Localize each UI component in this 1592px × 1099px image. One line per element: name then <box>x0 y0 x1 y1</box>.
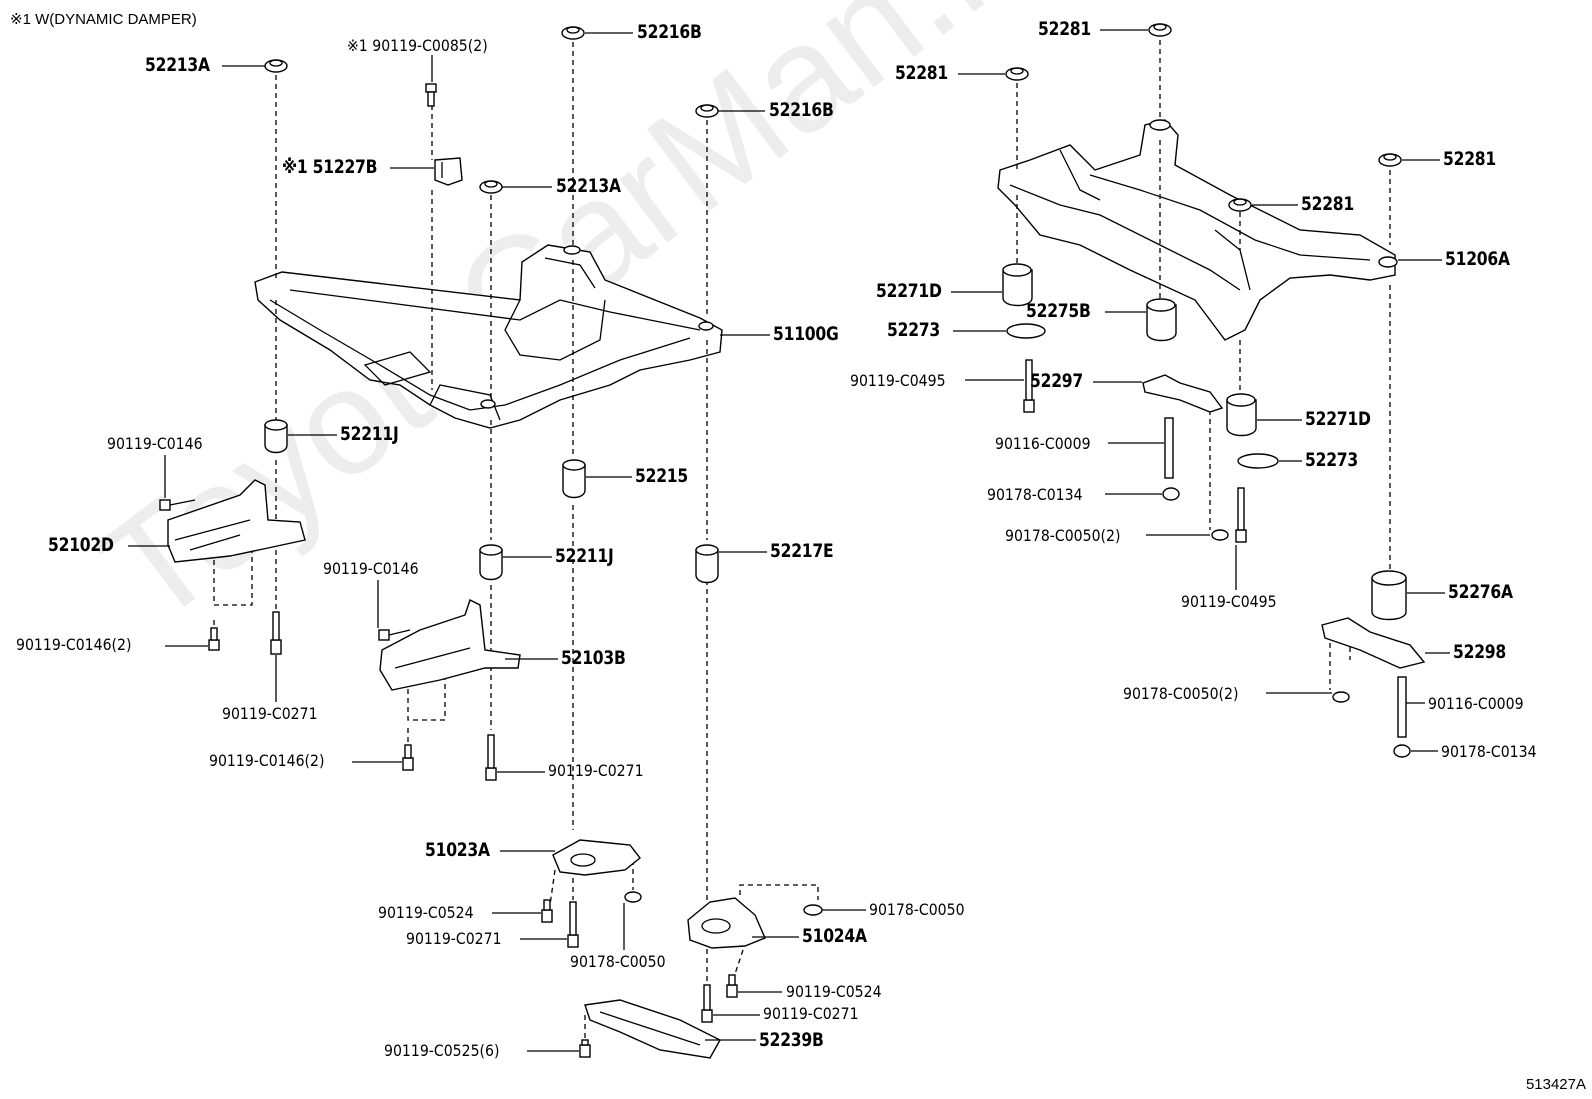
label-90178-C0050-b[interactable]: 90178-C0050 <box>869 900 965 919</box>
bolts <box>159 83 1407 1058</box>
label-52271D-a[interactable]: 52271D <box>876 280 942 302</box>
plate-51023A <box>552 839 641 876</box>
label-90119-C0271-d[interactable]: 90119-C0271 <box>763 1004 859 1023</box>
label-52281-d[interactable]: 52281 <box>1301 193 1354 215</box>
bushing-52275B <box>1146 298 1177 342</box>
label-51227B[interactable]: ※1 51227B <box>282 156 378 178</box>
label-52213A-top[interactable]: 52213A <box>145 54 210 76</box>
label-90116-C0009-b[interactable]: 90116-C0009 <box>1428 694 1524 713</box>
label-90119-C0146x2-b[interactable]: 90119-C0146(2) <box>209 751 325 770</box>
label-90178-C0134-b[interactable]: 90178-C0134 <box>1441 742 1537 761</box>
dynamic-damper-note: ※1 W(DYNAMIC DAMPER) <box>10 11 197 28</box>
label-90119-C0524-a[interactable]: 90119-C0524 <box>378 903 474 922</box>
bushing-52276A <box>1371 570 1407 621</box>
bushing-52217E <box>695 544 719 584</box>
label-51206A[interactable]: 51206A <box>1445 248 1510 270</box>
nut-52216B-right <box>695 104 719 118</box>
label-52211J-a[interactable]: 52211J <box>340 423 399 445</box>
damper-51227B <box>434 157 463 186</box>
rear-suspension-crossmember <box>997 119 1398 341</box>
label-90119-C0085[interactable]: ※1 90119-C0085(2) <box>347 36 488 55</box>
bushings <box>264 263 1407 621</box>
label-52298[interactable]: 52298 <box>1453 641 1506 663</box>
label-51100G[interactable]: 51100G <box>773 323 839 345</box>
brackets <box>167 157 1426 1059</box>
label-90119-C0146-a[interactable]: 90119-C0146 <box>107 434 203 453</box>
nut-52281-d <box>1228 198 1252 212</box>
label-52239B[interactable]: 52239B <box>759 1029 824 1051</box>
label-90178-C0050x2-b[interactable]: 90178-C0050(2) <box>1123 684 1239 703</box>
bushing-52211J-b <box>479 544 503 581</box>
label-52276A[interactable]: 52276A <box>1448 581 1513 603</box>
bushing-52211J-a <box>264 419 288 454</box>
label-52215[interactable]: 52215 <box>635 465 688 487</box>
label-90119-C0146x2-a[interactable]: 90119-C0146(2) <box>16 635 132 654</box>
label-52217E[interactable]: 52217E <box>770 540 834 562</box>
label-90119-C0271-c[interactable]: 90119-C0271 <box>406 929 502 948</box>
nut-52213A-top <box>264 59 288 73</box>
label-52216B-left[interactable]: 52216B <box>637 21 702 43</box>
label-90119-C0271-a[interactable]: 90119-C0271 <box>222 704 318 723</box>
bushing-52271D-a <box>1002 263 1033 307</box>
nut-52281-a <box>1148 23 1172 37</box>
brace-52239B <box>584 999 721 1059</box>
label-52275B[interactable]: 52275B <box>1026 300 1091 322</box>
label-90119-C0495-b[interactable]: 90119-C0495 <box>1181 592 1277 611</box>
brace-52297 <box>1142 374 1224 413</box>
label-52297[interactable]: 52297 <box>1030 370 1083 392</box>
label-90178-C0050-a[interactable]: 90178-C0050 <box>570 952 666 971</box>
diagram-code: 513427A <box>1525 1076 1586 1093</box>
label-90178-C0134-a[interactable]: 90178-C0134 <box>987 485 1083 504</box>
front-suspension-crossmember <box>254 244 723 429</box>
label-52216B-right[interactable]: 52216B <box>769 99 834 121</box>
label-90116-C0009-a[interactable]: 90116-C0009 <box>995 434 1091 453</box>
bracket-52103B <box>379 599 521 691</box>
label-52103B[interactable]: 52103B <box>561 647 626 669</box>
label-52281-a[interactable]: 52281 <box>1038 18 1091 40</box>
label-52281-c[interactable]: 52281 <box>1443 148 1496 170</box>
label-52273-b[interactable]: 52273 <box>1305 449 1358 471</box>
label-52211J-b[interactable]: 52211J <box>555 545 614 567</box>
label-52281-b[interactable]: 52281 <box>895 62 948 84</box>
nut-52213A-mid <box>479 180 503 194</box>
label-90119-C0495-a[interactable]: 90119-C0495 <box>850 371 946 390</box>
label-52213A-mid[interactable]: 52213A <box>556 175 621 197</box>
nut-52281-c <box>1378 153 1402 167</box>
label-90119-C0524-b[interactable]: 90119-C0524 <box>786 982 882 1001</box>
label-52102D[interactable]: 52102D <box>48 534 114 556</box>
plate-51024A <box>687 897 766 949</box>
label-51023A[interactable]: 51023A <box>425 839 490 861</box>
leader-lines <box>128 29 1450 1052</box>
label-90178-C0050x2-a[interactable]: 90178-C0050(2) <box>1005 526 1121 545</box>
bushing-52271D-b <box>1226 393 1257 437</box>
label-52273-a[interactable]: 52273 <box>887 319 940 341</box>
label-52271D-b[interactable]: 52271D <box>1305 408 1371 430</box>
brace-52298 <box>1321 617 1426 669</box>
label-90119-C0525[interactable]: 90119-C0525(6) <box>384 1041 500 1060</box>
nuts-and-washers <box>264 23 1411 916</box>
nut-52216B-left <box>561 26 585 40</box>
label-90119-C0271-b[interactable]: 90119-C0271 <box>548 761 644 780</box>
nut-52281-b <box>1005 67 1029 81</box>
label-51024A[interactable]: 51024A <box>802 925 867 947</box>
label-90119-C0146-b[interactable]: 90119-C0146 <box>323 559 419 578</box>
bracket-52102D <box>167 479 306 563</box>
bushing-52215 <box>562 459 586 499</box>
